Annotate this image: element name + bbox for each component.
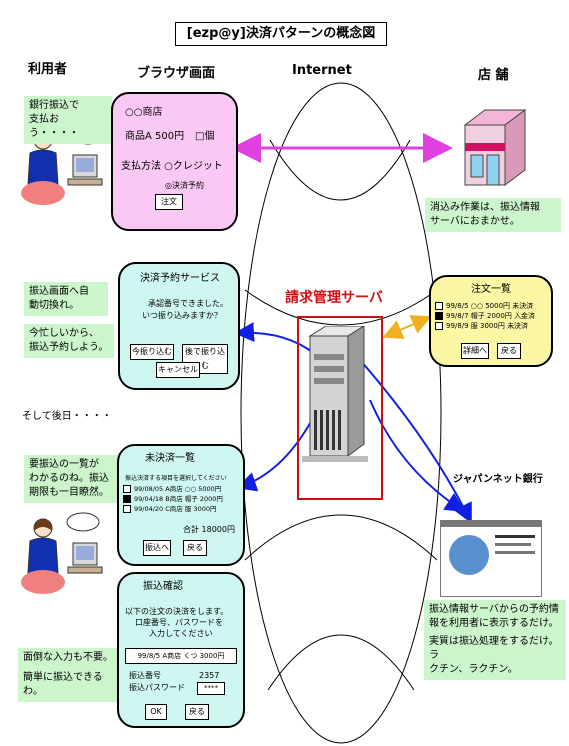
note-line: 期限も一目瞭然。	[29, 487, 109, 498]
screen-title: 決済予約サービス	[140, 273, 220, 284]
table-row[interactable]: 99/8/9 服 3000円 未決済	[435, 321, 549, 331]
note-line: 銀行振込で	[29, 100, 79, 111]
detail-button[interactable]: 詳細へ	[461, 343, 489, 359]
bank-globe-icon	[449, 535, 489, 575]
server-frame	[297, 316, 383, 500]
user-note: 面倒な入力も不要。	[18, 648, 118, 668]
column-store: 店 舗	[478, 68, 509, 83]
note-line: 今忙しいから、	[29, 328, 99, 339]
internet-curve	[267, 634, 415, 691]
user-note: 簡単に振込できるわ。	[18, 668, 118, 702]
ok-button[interactable]: OK	[145, 704, 167, 720]
note-line: 要振込の一覧が	[29, 459, 99, 470]
table-row[interactable]: 99/8/5 ○○ 5000円 未決済	[435, 301, 549, 311]
user-note: 振込画面へ自 動切換れ。	[24, 282, 108, 316]
reservation-screen: 決済予約サービス 承認番号できました。 いつ振り込みますか？ 今振り込む 後で振…	[118, 262, 240, 390]
table-row[interactable]: 99/04/20 C商店 服 3000円	[123, 504, 241, 514]
confirm-screen: 振込確認 以下の注文の決済をします。 口座番号、パスワードを 入力してください …	[117, 572, 245, 728]
order-button[interactable]: 注文	[155, 194, 183, 210]
internet-curve	[244, 289, 438, 326]
bank-arrow	[359, 359, 472, 524]
order-sync-arrow	[382, 315, 432, 339]
note-line: サーバにおまかせ。	[430, 216, 520, 227]
back-button[interactable]: 戻る	[183, 540, 207, 556]
note-line: 実質は振込処理をするだけ。ラ	[429, 636, 559, 661]
total-label: 合計 18000円	[183, 525, 235, 534]
back-button[interactable]: 戻る	[185, 704, 209, 720]
order-rows: 99/8/5 ○○ 5000円 未決済 99/8/7 帽子 2000円 入金済 …	[435, 301, 549, 331]
note-line: 振込画面へ自	[29, 286, 89, 297]
unpaid-rows: 99/08/05 A商店 ○○ 5000円 99/04/18 B商店 帽子 20…	[123, 484, 241, 514]
column-browser: ブラウザ画面	[137, 66, 216, 81]
note-line: わかるのね。振込	[29, 473, 109, 484]
note-line: 消込み作業は、振込情報	[430, 202, 540, 213]
order-summary: 99/8/5 A商店 くつ 3000円	[125, 648, 237, 664]
later-label: そして後日・・・・	[22, 411, 112, 422]
back-button[interactable]: 戻る	[497, 343, 521, 359]
qty-input[interactable]: □個	[195, 131, 215, 142]
transfer-button[interactable]: 振込へ	[143, 540, 171, 556]
table-row[interactable]: 99/08/05 A商店 ○○ 5000円	[123, 484, 241, 494]
server-icon	[302, 326, 368, 462]
password-field[interactable]: ****	[197, 682, 225, 695]
internet-ellipse	[240, 82, 442, 744]
user-icon	[21, 512, 103, 594]
screen-text: 承認番号できました。	[148, 299, 228, 308]
store-note: 消込み作業は、振込情報 サーバにおまかせ。	[425, 198, 561, 232]
bank-label: ジャパンネット銀行	[453, 474, 543, 485]
note-line: クチン、ラクチン。	[429, 664, 518, 675]
unpaid-list-screen: 未決済一覧 振込決済する項目を選択してください 99/08/05 A商店 ○○ …	[117, 444, 245, 566]
table-row[interactable]: 99/04/18 B商店 帽子 2000円	[123, 494, 241, 504]
diagram-title: [ezp@y]決済パターンの概念図	[175, 22, 387, 46]
screen-title: 振込確認	[143, 581, 183, 592]
note-line: 振込情報サーバからの予約情	[429, 604, 559, 615]
user-note: 銀行振込で 支払おう・・・・	[24, 96, 112, 144]
screen-title: 注文一覧	[471, 284, 511, 295]
item-label: 商品A 500円	[125, 131, 185, 142]
bank-screenshot	[440, 520, 542, 597]
screen-text: 入力してください	[149, 629, 213, 638]
user-note: 要振込の一覧が わかるのね。振込 期限も一目瞭然。	[24, 455, 118, 503]
column-internet: Internet	[292, 63, 352, 78]
column-user: 利用者	[28, 62, 68, 77]
note-line: 簡単に振込できるわ。	[23, 672, 103, 697]
shop-name: ○○商店	[125, 107, 163, 118]
bank-note: 実質は振込処理をするだけ。ラ クチン、ラクチン。	[424, 632, 566, 680]
table-row[interactable]: 99/8/7 帽子 2000円 入金済	[435, 311, 549, 321]
order-list-screen: 注文一覧 99/8/5 ○○ 5000円 未決済 99/8/7 帽子 2000円…	[429, 275, 553, 367]
internet-curve	[269, 139, 411, 201]
internet-curve	[244, 514, 438, 561]
pay-now-button[interactable]: 今振り込む	[130, 344, 174, 360]
account-value[interactable]: 2357	[199, 671, 220, 680]
screen-text: いつ振り込みますか？	[142, 311, 222, 320]
screen-title: 未決済一覧	[145, 453, 195, 464]
shop-screen: ○○商店 商品A 500円 □個 支払方法 ○クレジット ◎決済予約 注文	[111, 92, 238, 231]
note-line: 面倒な入力も不要。	[23, 652, 113, 663]
screen-text: 以下の注文の決済をします。	[125, 607, 229, 616]
account-label: 振込番号	[129, 671, 161, 680]
note-line: 動切換れ。	[29, 300, 80, 311]
cancel-button[interactable]: キャンセル	[156, 362, 200, 378]
password-label: 振込パスワード	[129, 683, 185, 692]
screen-text: 振込決済する項目を選択してください	[125, 475, 227, 482]
user-note: 今忙しいから、 振込予約しよう。	[24, 324, 114, 358]
note-line: 支払おう・・・・	[29, 114, 79, 139]
payment-method[interactable]: 支払方法 ○クレジット	[121, 161, 223, 172]
bank-note: 振込情報サーバからの予約情 報を利用者に表示するだけ。	[424, 600, 566, 634]
screen-text: 口座番号、パスワードを	[135, 618, 223, 627]
bank-arrow	[369, 399, 466, 513]
server-label: 請求管理サーバ	[285, 290, 383, 306]
note-line: 振込予約しよう。	[29, 342, 109, 353]
store-icon	[463, 109, 527, 186]
note-line: 報を利用者に表示するだけ。	[429, 618, 559, 629]
reservation-option[interactable]: ◎決済予約	[165, 181, 204, 190]
